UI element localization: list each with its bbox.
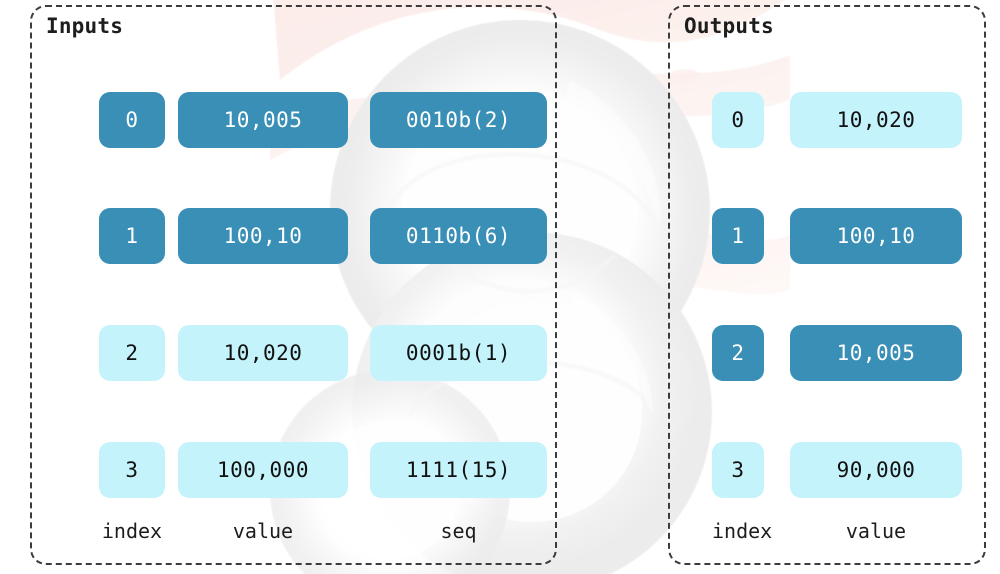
inputs-cell-index-3[interactable]: 3 bbox=[99, 442, 165, 498]
inputs-column-label-index: index bbox=[101, 519, 163, 543]
inputs-cell-seq-1[interactable]: 0110b(6) bbox=[370, 208, 547, 264]
inputs-cell-seq-2[interactable]: 0001b(1) bbox=[370, 325, 547, 381]
inputs-cell-index-1[interactable]: 1 bbox=[99, 208, 165, 264]
outputs-cell-index-2[interactable]: 2 bbox=[712, 325, 764, 381]
inputs-column-label-seq: seq bbox=[440, 519, 477, 543]
outputs-cell-index-0[interactable]: 0 bbox=[712, 92, 764, 148]
outputs-cell-value-2[interactable]: 10,005 bbox=[790, 325, 962, 381]
inputs-cell-value-3[interactable]: 100,000 bbox=[178, 442, 348, 498]
inputs-cell-index-0[interactable]: 0 bbox=[99, 92, 165, 148]
inputs-cell-seq-3[interactable]: 1111(15) bbox=[370, 442, 547, 498]
outputs-column-label-index: index bbox=[712, 519, 773, 543]
outputs-cell-index-3[interactable]: 3 bbox=[712, 442, 764, 498]
outputs-panel-title: Outputs bbox=[684, 14, 774, 38]
inputs-panel-title: Inputs bbox=[46, 14, 124, 38]
inputs-column-label-value: value bbox=[232, 519, 294, 543]
outputs-column-label-value: value bbox=[845, 519, 907, 543]
inputs-cell-seq-0[interactable]: 0010b(2) bbox=[370, 92, 547, 148]
outputs-cell-value-3[interactable]: 90,000 bbox=[790, 442, 962, 498]
inputs-cell-value-0[interactable]: 10,005 bbox=[178, 92, 348, 148]
outputs-cell-index-1[interactable]: 1 bbox=[712, 208, 764, 264]
outputs-cell-value-0[interactable]: 10,020 bbox=[790, 92, 962, 148]
inputs-cell-value-2[interactable]: 10,020 bbox=[178, 325, 348, 381]
inputs-cell-value-1[interactable]: 100,10 bbox=[178, 208, 348, 264]
outputs-panel: Outputs 0 10,020 1 100,10 2 10,005 3 90,… bbox=[668, 5, 986, 565]
inputs-panel: Inputs 0 10,005 0010b(2) 1 100,10 0110b(… bbox=[30, 5, 557, 565]
inputs-cell-index-2[interactable]: 2 bbox=[99, 325, 165, 381]
outputs-cell-value-1[interactable]: 100,10 bbox=[790, 208, 962, 264]
